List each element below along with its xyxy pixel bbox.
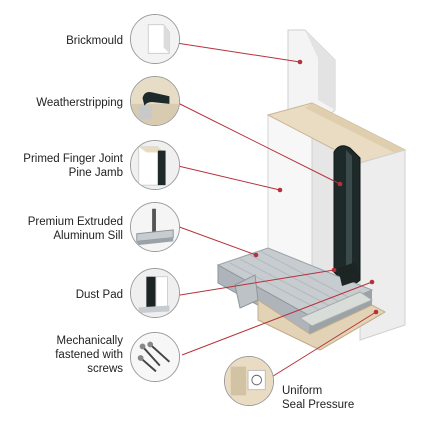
thumb-weatherstripping (130, 76, 180, 126)
thumb-jamb (130, 140, 180, 190)
leader-screws (181, 281, 373, 356)
dust-pad-part (338, 262, 360, 286)
label-seal-pressure: Uniform Seal Pressure (282, 385, 355, 411)
label-brickmould: Brickmould (66, 35, 123, 47)
leader-dust-pad (173, 269, 335, 297)
leader-sill (173, 224, 257, 256)
thumb-screws (130, 332, 180, 382)
leader-brickmould (169, 41, 301, 63)
label-weatherstripping: Weatherstripping (36, 97, 123, 109)
sill-wood-base (257, 299, 387, 351)
thumb-sill (130, 202, 180, 252)
leader-seal (269, 311, 377, 379)
label-jamb: Primed Finger Joint Pine Jamb (23, 153, 123, 179)
thumb-dust-pad (130, 268, 180, 318)
leader-lines (169, 41, 377, 379)
thumb-brickmould (130, 14, 180, 64)
leader-dots (253, 59, 379, 315)
thumb-seal-pressure (224, 356, 274, 406)
door-frame-illustration (216, 29, 407, 351)
leader-jamb (173, 164, 281, 191)
label-screws: Mechanically fastened with screws (55, 335, 123, 375)
leader-weatherstripping (171, 99, 341, 185)
label-dust-pad: Dust Pad (75, 289, 123, 301)
label-sill: Premium Extruded Aluminum Sill (27, 216, 123, 242)
